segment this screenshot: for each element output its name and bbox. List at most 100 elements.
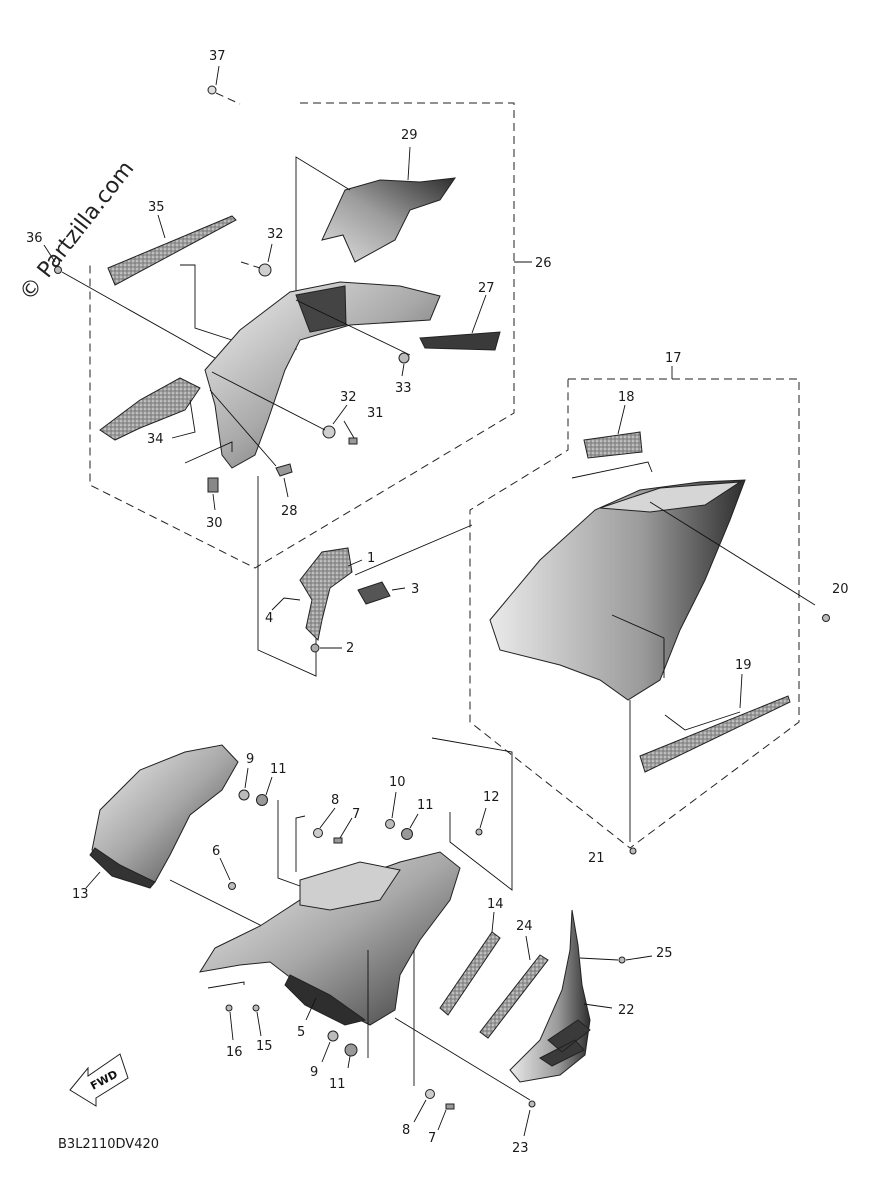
- callout-7a: 7: [352, 807, 360, 822]
- leader-9b: [321, 1041, 331, 1063]
- leader-8a-box: [295, 815, 306, 872]
- part-26-lower-tab: [99, 377, 201, 441]
- callout-8b: 8: [402, 1123, 410, 1138]
- callout-24: 24: [516, 919, 533, 934]
- callout-12: 12: [483, 790, 500, 805]
- callout-9b: 9: [310, 1065, 318, 1080]
- leader-16-frame: [207, 981, 245, 989]
- leader-32b: [332, 404, 348, 425]
- part-9b-washer: [327, 1030, 339, 1042]
- part-16-screw: [225, 1004, 233, 1012]
- part-32a-nut: [258, 263, 272, 277]
- part-22-vents: [539, 1019, 591, 1067]
- leader-36: [43, 244, 56, 263]
- part-17-cover-top: [599, 481, 742, 513]
- leader-18-frame: [571, 461, 653, 479]
- diagram-code: B3L2110DV420: [58, 1137, 159, 1152]
- part-19-strip: [639, 695, 791, 773]
- part-12-screw: [475, 828, 483, 836]
- part-8b-washer: [425, 1089, 435, 1099]
- callout-25: 25: [656, 946, 673, 961]
- leader-36-axis: [61, 271, 223, 363]
- callout-31: 31: [367, 406, 384, 421]
- leader-23-axis: [394, 1017, 531, 1101]
- part-25-screw: [618, 956, 626, 964]
- leader-8a-frame: [277, 800, 301, 887]
- group-17-outline: [469, 378, 800, 849]
- part-17-side-cover: [489, 479, 746, 701]
- callout-35: 35: [148, 200, 165, 215]
- part-1-stay: [299, 547, 353, 642]
- part-18-label: [583, 431, 643, 459]
- leader-33: [401, 363, 405, 377]
- leader-30: [212, 493, 216, 511]
- leader-7b: [437, 1109, 447, 1131]
- part-33-grommet: [398, 352, 410, 364]
- part-30-clip: [207, 477, 219, 493]
- part-26-side-cowl-detail: [295, 285, 347, 333]
- callout-2: 2: [346, 641, 354, 656]
- leader-10: [391, 791, 397, 819]
- callout-32b: 32: [340, 390, 357, 405]
- callout-14: 14: [487, 897, 504, 912]
- part-27-strip: [419, 331, 501, 351]
- leader-37-axis: [215, 92, 241, 105]
- leader-32a-axis: [240, 261, 261, 269]
- part-32b-nut: [322, 425, 336, 439]
- leader-19-frame: [664, 711, 741, 731]
- leader-31: [343, 420, 355, 439]
- callout-11a: 11: [270, 762, 287, 777]
- callout-10: 10: [389, 775, 406, 790]
- leader-25-axis: [579, 957, 619, 961]
- callout-32a: 32: [267, 227, 284, 242]
- part-9a-washer: [238, 789, 250, 801]
- callout-33: 33: [395, 381, 412, 396]
- leader-11a: [265, 776, 273, 796]
- leader-35-frame: [180, 264, 239, 343]
- leader-19: [739, 673, 743, 709]
- callout-1: 1: [367, 551, 375, 566]
- leader-12-frame: [431, 737, 513, 891]
- part-20-screw: [822, 614, 830, 622]
- leader-14: [491, 911, 495, 933]
- part-35-strip: [107, 215, 237, 286]
- callout-16: 16: [226, 1045, 243, 1060]
- leader-32a: [267, 243, 273, 263]
- callout-37: 37: [209, 49, 226, 64]
- part-11a-nut: [256, 794, 268, 806]
- callout-21: 21: [588, 851, 605, 866]
- leader-13: [85, 871, 101, 889]
- leader-29: [407, 146, 411, 181]
- leader-32b-axis: [211, 371, 326, 431]
- callout-6: 6: [212, 844, 220, 859]
- leader-12: [479, 807, 487, 829]
- callout-34: 34: [147, 432, 164, 447]
- leader-bracket-to-17: [354, 524, 473, 576]
- part-14-strip: [439, 931, 501, 1016]
- leader-25: [625, 955, 653, 961]
- part-6-screw: [228, 882, 236, 890]
- leader-5: [305, 997, 317, 1021]
- callout-13: 13: [72, 887, 89, 902]
- part-31-clip: [348, 437, 358, 445]
- part-13-duct-face: [89, 847, 156, 889]
- callout-5: 5: [297, 1025, 305, 1040]
- part-8a-washer: [313, 828, 323, 838]
- part-23-screw: [528, 1100, 536, 1108]
- callout-11b: 11: [417, 798, 434, 813]
- leader-11c: [347, 1055, 351, 1069]
- leader-17-frame-in: [611, 614, 665, 639]
- leader-9a: [244, 767, 249, 789]
- leader-37: [215, 65, 220, 86]
- leader-cowl-to-33: [295, 299, 411, 356]
- callout-20: 20: [832, 582, 849, 597]
- leader-28: [283, 477, 289, 498]
- leader-13-axis: [169, 879, 263, 927]
- leader-15: [256, 1011, 262, 1037]
- group-26-outline: [89, 102, 515, 569]
- callout-36: 36: [26, 231, 43, 246]
- fwd-arrow-icon: FWD: [69, 1053, 129, 1107]
- part-28-bracket: [275, 463, 293, 477]
- callout-30: 30: [206, 516, 223, 531]
